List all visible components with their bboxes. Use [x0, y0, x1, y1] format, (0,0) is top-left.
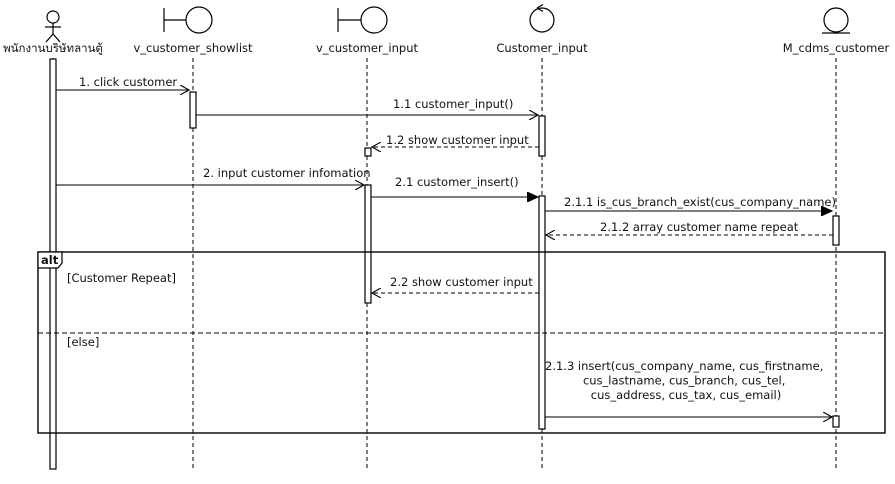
lifeline-header-v-customer-input: v_customer_input: [316, 6, 419, 55]
message-2: 2. input customer infomation: [56, 166, 371, 185]
activation-v-customer-input-1: [364, 147, 372, 157]
control-icon: [529, 3, 555, 33]
message-2-2-label: 2.2 show customer input: [390, 275, 533, 289]
lifeline-label-customer-input: Customer_input: [496, 41, 588, 55]
message-1-1: 1.1 customer_input(): [196, 97, 538, 115]
activation-customer-input-2: [538, 195, 546, 430]
lifeline-header-employee: พนักงานบริษัทลานตู้: [3, 10, 103, 55]
message-2-1-3-label-line-1: 2.1.3 insert(cus_company_name, cus_first…: [545, 359, 823, 373]
message-2-1: 2.1 customer_insert(): [371, 175, 538, 197]
fragment-guard-customer-repeat: [Customer Repeat]: [67, 271, 176, 285]
lifeline-label-m-cdms-customer: M_cdms_customer: [783, 41, 890, 55]
message-2-1-2: 2.1.2 array customer name repeat: [546, 220, 833, 235]
activation-v-customer-showlist: [189, 91, 197, 129]
message-1: 1. click customer: [56, 75, 189, 90]
message-2-label: 2. input customer infomation: [203, 166, 371, 180]
boundary-icon: [337, 6, 388, 34]
message-2-1-3: 2.1.3 insert(cus_company_name, cus_first…: [545, 359, 832, 417]
message-1-2-label: 1.2 show customer input: [386, 133, 529, 147]
lifeline-label-v-customer-input: v_customer_input: [316, 41, 419, 55]
message-2-1-label: 2.1 customer_insert(): [395, 175, 519, 189]
activation-m-cdms-customer-1: [832, 215, 840, 246]
fragment-guard-else: [else]: [67, 335, 99, 349]
lifeline-label-employee: พนักงานบริษัทลานตู้: [3, 41, 103, 55]
activation-v-customer-input-2: [364, 184, 372, 304]
entity-icon: [822, 7, 850, 34]
message-2-2: 2.2 show customer input: [372, 275, 539, 293]
message-2-1-3-label: 2.1.3 insert(cus_company_name, cus_first…: [545, 359, 827, 402]
alt-fragment: alt [Customer Repeat] [else]: [37, 251, 886, 434]
lifeline-label-v-customer-showlist: v_customer_showlist: [133, 41, 253, 55]
fragment-operator: alt: [41, 253, 59, 267]
message-1-label: 1. click customer: [79, 75, 177, 89]
activation-m-cdms-customer-2: [832, 415, 840, 428]
boundary-icon: [163, 6, 213, 34]
lifeline-header-customer-input: Customer_input: [496, 3, 588, 55]
actor-icon: [45, 10, 61, 43]
message-2-1-1: 2.1.1 is_cus_branch_exist(cus_company_na…: [545, 195, 836, 211]
lifeline-header-m-cdms-customer: M_cdms_customer: [783, 7, 890, 55]
lifeline-header-v-customer-showlist: v_customer_showlist: [133, 6, 253, 55]
message-1-1-label: 1.1 customer_input(): [393, 97, 513, 111]
activation-customer-input-1: [538, 115, 546, 157]
message-2-1-3-label-line-2: cus_lastname, cus_branch, cus_tel,: [583, 374, 785, 388]
message-1-2: 1.2 show customer input: [372, 133, 539, 147]
message-2-1-1-label: 2.1.1 is_cus_branch_exist(cus_company_na…: [564, 195, 836, 209]
message-2-1-2-label: 2.1.2 array customer name repeat: [600, 220, 799, 234]
message-2-1-3-label-line-3: cus_address, cus_tax, cus_email): [591, 388, 781, 402]
